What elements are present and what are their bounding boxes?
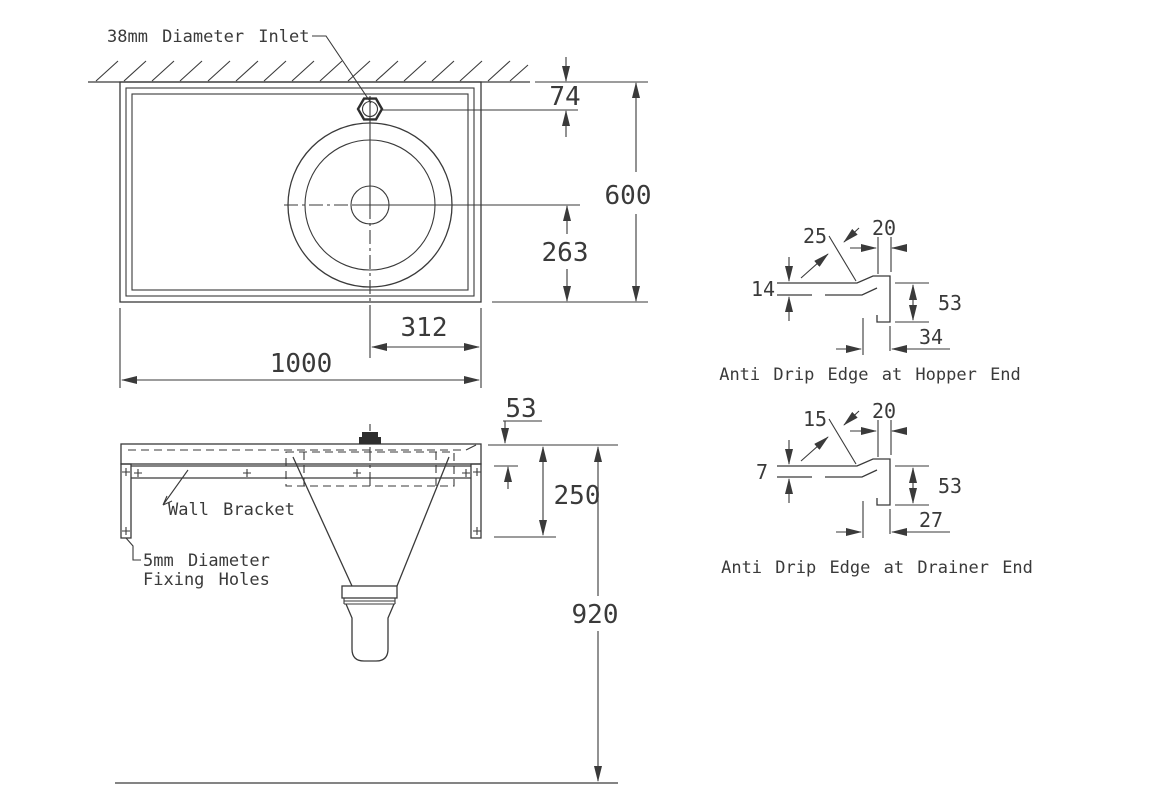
- fixing-hole-marks: [122, 468, 481, 535]
- elevation-view: Wall Bracket 5mm Diameter Fixing Holes 5…: [115, 394, 619, 784]
- d2-dim-return: 27: [919, 508, 943, 532]
- inlet-leader-line: [312, 35, 372, 104]
- detail-drainer-caption: Anti Drip Edge at Drainer End: [721, 558, 1033, 578]
- d2-slope-arrow-ne: [800, 436, 829, 462]
- d1-slope-arrow-ne: [800, 253, 829, 279]
- d1-slope-ext: [828, 235, 857, 282]
- dim-inlet-offset: 74: [549, 82, 580, 112]
- d2-dim-drop: 53: [938, 474, 962, 498]
- funnel-left-side: [292, 456, 353, 587]
- dim-depth: 600: [605, 181, 652, 211]
- d2-dim-slope: 15: [803, 407, 827, 431]
- d1-drop-ext-lines: [895, 282, 929, 323]
- fixing-holes-label-line2: Fixing Holes: [143, 570, 270, 590]
- d2-dim-thickness: 7: [756, 460, 768, 484]
- wall-bracket-right: [470, 463, 482, 539]
- wall-hatching: [95, 60, 529, 82]
- detail-hopper-caption: Anti Drip Edge at Hopper End: [719, 365, 1021, 385]
- dim-length: 1000: [270, 349, 333, 379]
- dim-bracket-depth: 250: [554, 481, 601, 511]
- funnel-right-side: [396, 456, 450, 587]
- dim-bowl-to-end: 312: [401, 313, 448, 343]
- d1-return-ext-lines: [862, 318, 891, 355]
- wall-bracket-rail: [131, 465, 471, 479]
- d2-dim-top: 20: [872, 399, 896, 423]
- inlet-fitting-cap: [362, 432, 378, 437]
- dim-edge-height: 53: [505, 394, 536, 424]
- waste-trap: [341, 585, 398, 662]
- d1-dim-return: 34: [919, 325, 943, 349]
- profile-top-drainer: [777, 458, 891, 506]
- d2-drop-ext-lines: [895, 465, 929, 506]
- inlet-label: 38mm Diameter Inlet: [107, 27, 309, 47]
- sink-outer-outline: [119, 81, 482, 303]
- dim-height-to-floor: 920: [572, 600, 619, 630]
- profile-bottom-drainer: [825, 469, 878, 478]
- profile-top-hopper: [777, 275, 891, 323]
- d1-dim-top: 20: [872, 216, 896, 240]
- profile-bottom-hopper: [825, 287, 878, 296]
- sink-inner-outline: [131, 93, 469, 291]
- fixing-holes-leader: [125, 537, 141, 561]
- d1-dim-drop: 53: [938, 291, 962, 315]
- fixing-holes-label-line1: 5mm Diameter: [143, 551, 270, 571]
- detail-hopper-end: 14 25 20 53 34 Anti Drip Edge at Hopper …: [719, 216, 1021, 385]
- plan-view: 38mm Diameter Inlet 74 600 263 312 1000: [88, 27, 651, 388]
- inlet-fitting-body: [359, 437, 381, 444]
- d2-slope-ext: [828, 418, 857, 465]
- wall-bracket-label: Wall Bracket: [168, 500, 295, 520]
- d1-top-ext-lines: [877, 237, 892, 274]
- d2-slope-arrow-sw: [843, 410, 860, 426]
- hopper-hidden-outline: [285, 451, 455, 487]
- d2-top-ext-lines: [877, 420, 892, 457]
- d2-return-ext-lines: [862, 501, 891, 538]
- d1-dim-thickness: 14: [751, 277, 775, 301]
- d1-slope-arrow-sw: [843, 227, 860, 243]
- drip-edge-end: [465, 444, 477, 451]
- dim-bowl-to-front: 263: [542, 238, 589, 268]
- inlet-hex-nut: [356, 97, 384, 121]
- wall-bracket-leader: [162, 469, 189, 506]
- worktop-outline: [120, 443, 482, 465]
- sink-edge-outline: [125, 87, 475, 297]
- d1-dim-slope: 25: [803, 224, 827, 248]
- detail-drainer-end: 7 15 20 53 27 Anti Drip Edge at Drainer …: [721, 399, 1033, 578]
